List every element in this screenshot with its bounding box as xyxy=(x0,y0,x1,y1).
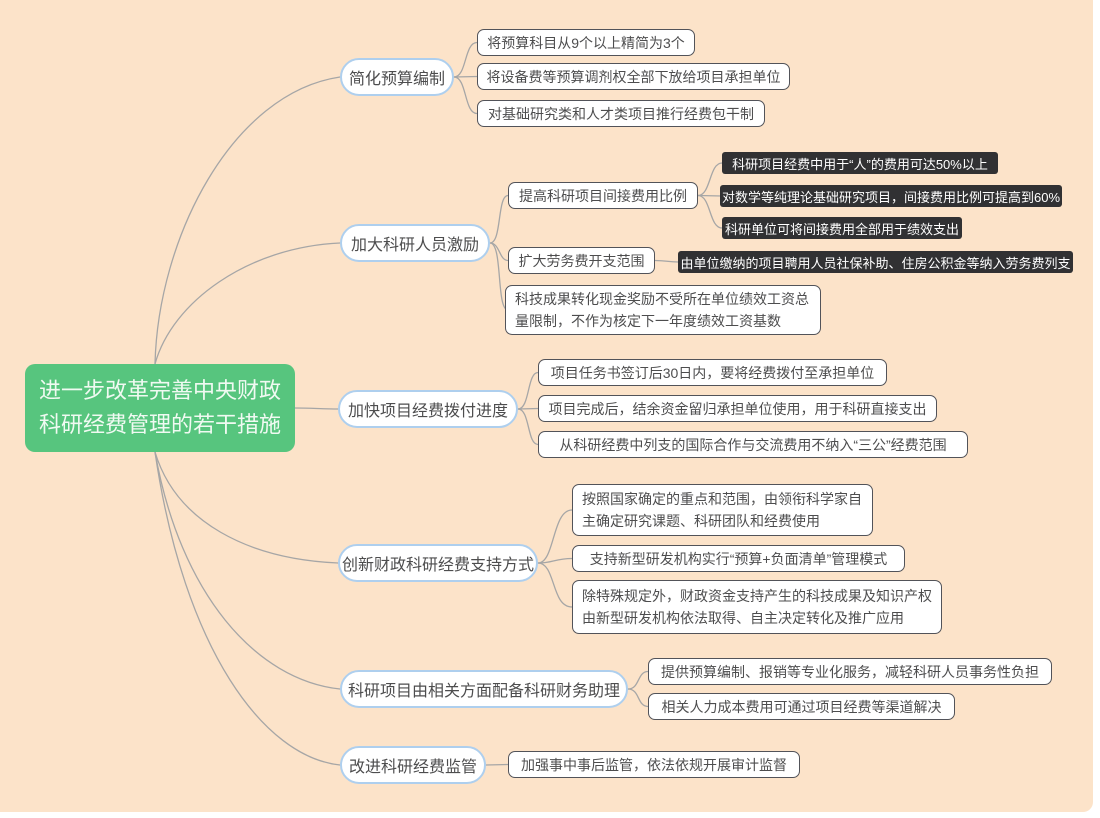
connector xyxy=(627,670,649,690)
sub-topic[interactable]: 将预算科目从9个以上精简为3个 xyxy=(477,29,695,56)
connector xyxy=(485,763,509,766)
detail-topic[interactable]: 科研项目经费中用于“人”的费用可达50%以上 xyxy=(722,152,998,174)
sub-topic[interactable]: 对基础研究类和人才类项目推行经费包干制 xyxy=(477,100,765,127)
branch-topic[interactable]: 科研项目由相关方面配备科研财务助理 xyxy=(340,670,628,708)
connector xyxy=(537,509,573,564)
sub-topic[interactable]: 提高科研项目间接费用比例 xyxy=(508,182,698,209)
detail-topic[interactable]: 科研单位可将间接费用全部用于绩效支出 xyxy=(722,217,962,239)
sub-topic[interactable]: 扩大劳务费开支范围 xyxy=(508,247,655,274)
connector xyxy=(697,162,723,197)
sub-topic[interactable]: 项目完成后，结余资金留归承担单位使用，用于科研直接支出 xyxy=(538,395,937,422)
branch-topic[interactable]: 加大科研人员激励 xyxy=(340,224,490,262)
branch-topic[interactable]: 创新财政科研经费支持方式 xyxy=(338,544,538,582)
connector xyxy=(517,408,539,446)
connector xyxy=(697,194,723,197)
connector xyxy=(453,41,478,78)
connector xyxy=(697,194,723,229)
scrollbar-track-horizontal[interactable] xyxy=(0,812,1100,818)
sub-topic[interactable]: 从科研经费中列支的国际合作与交流费用不纳入“三公”经费范围 xyxy=(538,431,968,458)
connector xyxy=(517,407,539,410)
sub-topic[interactable]: 项目任务书签订后30日内，要将经费拨付至承担单位 xyxy=(538,359,887,386)
connector xyxy=(537,557,573,564)
sub-topic[interactable]: 将设备费等预算调剂权全部下放给项目承担单位 xyxy=(477,63,790,90)
sub-topic[interactable]: 科技成果转化现金奖励不受所在单位绩效工资总量限制，不作为核定下一年度绩效工资基数 xyxy=(505,285,821,335)
connector xyxy=(154,451,339,564)
connector xyxy=(154,451,341,690)
connector xyxy=(537,562,573,608)
detail-topic[interactable]: 对数学等纯理论基础研究项目，间接费用比例可提高到60% xyxy=(720,185,1062,207)
branch-topic[interactable]: 简化预算编制 xyxy=(340,58,454,96)
connector xyxy=(489,242,509,262)
connector xyxy=(294,407,339,410)
sub-topic[interactable]: 提供预算编制、报销等专业化服务，减轻科研人员事务性负担 xyxy=(648,658,1052,685)
scrollbar-track-vertical[interactable] xyxy=(1093,0,1100,818)
connector xyxy=(627,688,649,708)
sub-topic[interactable]: 加强事中事后监管，依法依规开展审计监督 xyxy=(508,751,800,778)
connector xyxy=(453,76,478,115)
branch-topic[interactable]: 加快项目经费拨付进度 xyxy=(338,390,518,428)
sub-topic[interactable]: 按照国家确定的重点和范围，由领衔科学家自主确定研究课题、科研团队和经费使用 xyxy=(572,484,873,536)
branch-topic[interactable]: 改进科研经费监管 xyxy=(340,746,486,784)
connector xyxy=(453,75,478,78)
connector xyxy=(154,242,341,365)
connector xyxy=(154,451,341,766)
sub-topic[interactable]: 相关人力成本费用可通过项目经费等渠道解决 xyxy=(648,693,955,720)
sub-topic[interactable]: 支持新型研发机构实行“预算+负面清单”管理模式 xyxy=(572,545,905,572)
root-topic[interactable]: 进一步改革完善中央财政科研经费管理的若干措施 xyxy=(25,364,295,452)
connector xyxy=(489,194,509,244)
connector xyxy=(154,76,341,365)
connector xyxy=(517,371,539,410)
detail-topic[interactable]: 由单位缴纳的项目聘用人员社保补助、住房公积金等纳入劳务费列支 xyxy=(678,251,1073,273)
sub-topic[interactable]: 除特殊规定外，财政资金支持产生的科技成果及知识产权由新型研发机构依法取得、自主决… xyxy=(572,580,942,634)
connector xyxy=(654,259,679,263)
